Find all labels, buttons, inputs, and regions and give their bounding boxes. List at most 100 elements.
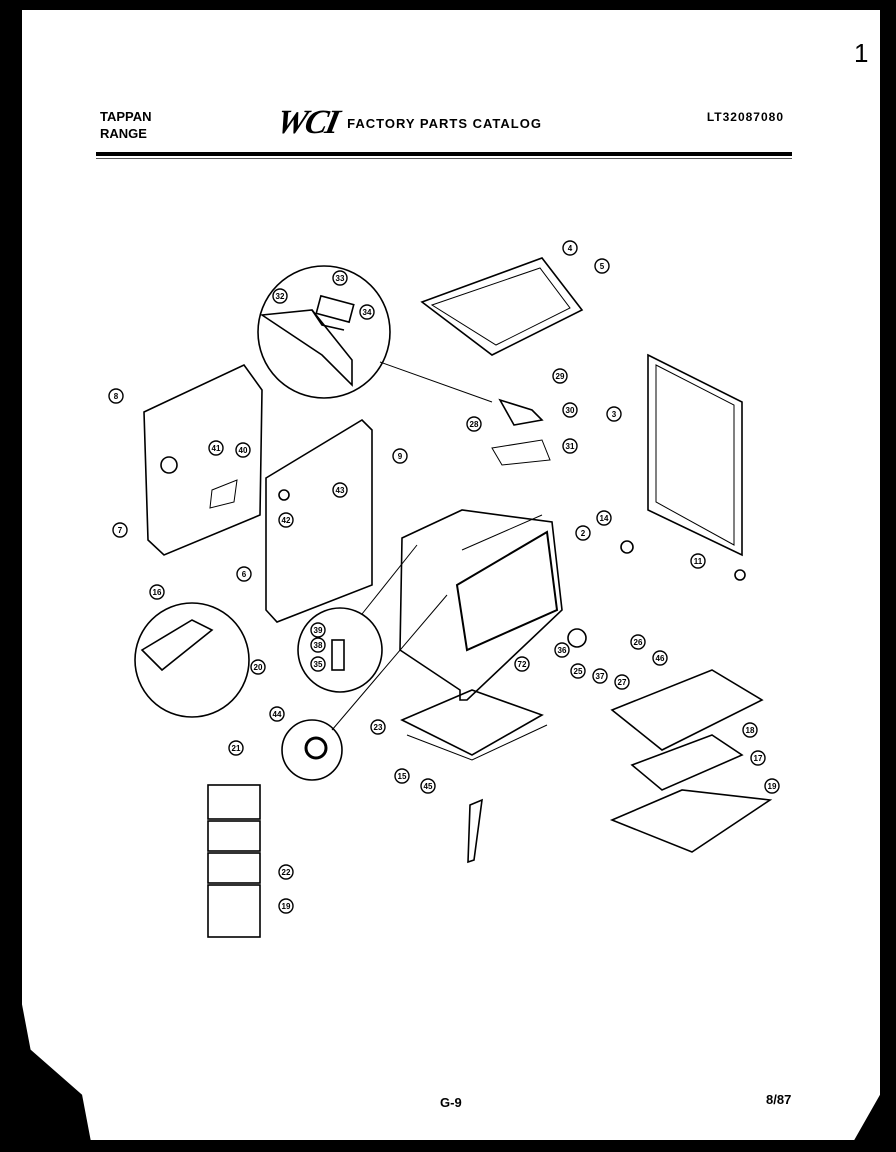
- callout-bubble-30: [562, 402, 578, 418]
- callout-label-28: 28: [470, 420, 479, 429]
- callout-bubble-34: [359, 304, 375, 320]
- inset-circle-knob: [281, 719, 343, 781]
- callout-label-17: 17: [754, 754, 763, 763]
- callout-label-41: 41: [212, 444, 221, 453]
- switch-box-1: [207, 784, 261, 820]
- switch-box-3: [207, 852, 261, 884]
- callout-label-22: 22: [282, 868, 291, 877]
- callout-bubble-4: [562, 240, 578, 256]
- inset-circle-middle: [297, 607, 383, 693]
- callout-label-5: 5: [600, 262, 605, 271]
- callout-label-19: 19: [282, 902, 291, 911]
- callout-bubble-38: [310, 637, 326, 653]
- callout-label-20: 20: [254, 663, 263, 672]
- brand-line-1: TAPPAN: [100, 109, 152, 124]
- callout-bubble-44: [269, 706, 285, 722]
- callout-label-32: 32: [276, 292, 285, 301]
- callout-label-14: 14: [600, 514, 609, 523]
- callout-label-39: 39: [314, 626, 323, 635]
- callout-bubble-39: [310, 622, 326, 638]
- oven-body: [399, 509, 563, 701]
- date-code: 8/87: [766, 1092, 792, 1107]
- callout-bubble-35: [310, 656, 326, 672]
- callout-label-42: 42: [282, 516, 291, 525]
- callout-group: 2345678911141516171819202122232526272829…: [108, 240, 780, 914]
- oven-door-frame: [630, 734, 744, 791]
- callout-label-9: 9: [398, 452, 403, 461]
- callout-bubble-45: [420, 778, 436, 794]
- callout-label-21: 21: [232, 744, 241, 753]
- callout-label-34: 34: [363, 308, 372, 317]
- callout-bubble-28: [466, 416, 482, 432]
- callout-label-46: 46: [656, 654, 665, 663]
- callout-bubble-2: [575, 525, 591, 541]
- callout-bubble-7: [112, 522, 128, 538]
- callout-bubble-5: [594, 258, 610, 274]
- callout-label-6: 6: [242, 570, 247, 579]
- catalog-title-text: FACTORY PARTS CATALOG: [347, 115, 542, 131]
- callout-bubble-19: [278, 898, 294, 914]
- callout-label-7: 7: [118, 526, 123, 535]
- model-number: LT32087080: [706, 110, 784, 124]
- callout-label-26: 26: [634, 638, 643, 647]
- callout-label-72: 72: [518, 660, 527, 669]
- brand-line-2: RANGE: [100, 126, 147, 141]
- callout-bubble-15: [394, 768, 410, 784]
- cooktop-part: [420, 257, 584, 356]
- callout-bubble-40: [235, 442, 251, 458]
- callout-label-35: 35: [314, 660, 323, 669]
- callout-label-29: 29: [556, 372, 565, 381]
- drawer: [400, 689, 544, 756]
- oven-door-panel: [610, 669, 764, 751]
- callout-label-11: 11: [694, 557, 703, 566]
- catalog-title: WCI FACTORY PARTS CATALOG: [273, 104, 542, 142]
- callout-bubble-42: [278, 512, 294, 528]
- callout-label-36: 36: [558, 646, 567, 655]
- side-panel: [647, 353, 743, 557]
- callout-bubble-25: [570, 663, 586, 679]
- callout-label-3: 3: [612, 410, 617, 419]
- oven-door-glass: [609, 789, 773, 853]
- callout-label-8: 8: [114, 392, 119, 401]
- callout-label-15: 15: [398, 772, 407, 781]
- callout-bubble-11: [690, 553, 706, 569]
- callout-label-4: 4: [568, 244, 573, 253]
- electrode: [467, 798, 483, 864]
- callout-bubble-31: [562, 438, 578, 454]
- callout-label-19: 19: [768, 782, 777, 791]
- inset-circle-left: [134, 602, 250, 718]
- callout-bubble-29: [552, 368, 568, 384]
- page-number: G-9: [440, 1095, 462, 1110]
- callout-bubble-36: [554, 642, 570, 658]
- callout-label-33: 33: [336, 274, 345, 283]
- callout-bubble-9: [392, 448, 408, 464]
- callout-bubble-72: [514, 656, 530, 672]
- callout-bubble-37: [592, 668, 608, 684]
- exploded-parts-diagram: 2345678911141516171819202122232526272829…: [108, 240, 780, 938]
- callout-bubble-26: [630, 634, 646, 650]
- callout-bubble-8: [108, 388, 124, 404]
- callout-bubble-20: [250, 659, 266, 675]
- callout-label-27: 27: [618, 678, 627, 687]
- callout-label-2: 2: [581, 529, 586, 538]
- callout-bubble-32: [272, 288, 288, 304]
- callout-label-38: 38: [314, 641, 323, 650]
- callout-bubble-18: [742, 722, 758, 738]
- callout-label-31: 31: [566, 442, 575, 451]
- switch-box-2: [207, 820, 261, 852]
- inset-circle-top: [257, 265, 391, 399]
- callout-bubble-46: [652, 650, 668, 666]
- callout-bubble-21: [228, 740, 244, 756]
- callout-label-44: 44: [273, 710, 282, 719]
- callout-bubble-19: [764, 778, 780, 794]
- callout-label-37: 37: [596, 672, 605, 681]
- callout-label-40: 40: [239, 446, 248, 455]
- callout-label-43: 43: [336, 486, 345, 495]
- callout-label-18: 18: [746, 726, 755, 735]
- switch-box-4: [207, 884, 261, 938]
- callout-bubble-33: [332, 270, 348, 286]
- header-rule-thin: [96, 158, 792, 159]
- corner-mark: 1: [854, 38, 869, 68]
- brand-label: TAPPAN RANGE: [100, 108, 152, 142]
- callout-bubble-22: [278, 864, 294, 880]
